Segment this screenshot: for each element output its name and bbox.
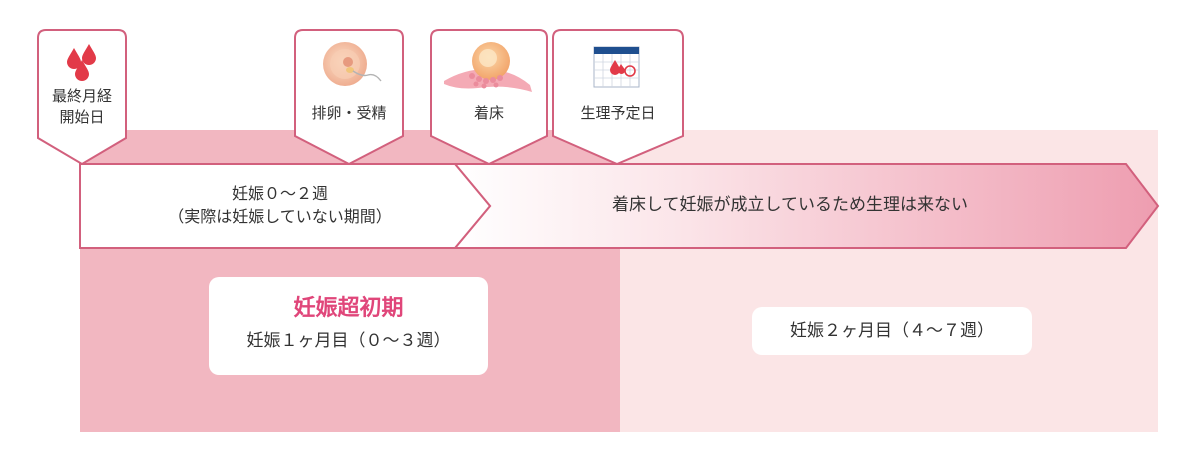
egg-sperm-icon — [323, 42, 382, 86]
milestone-label-implantation: 着床 — [473, 104, 504, 122]
month1-card: 妊娠超初期 妊娠１ヶ月目（０～３週） — [209, 277, 488, 375]
month1-subtitle: 妊娠１ヶ月目（０～３週） — [246, 331, 451, 351]
implantation-icon — [444, 42, 532, 92]
month2-card: 妊娠２ヶ月目（４～７週） — [752, 307, 1032, 355]
milestone-box-period — [552, 29, 684, 166]
milestone-label-ovulation: 排卵・受精 — [311, 104, 387, 122]
blood-drops-icon — [67, 44, 96, 81]
arrow-left-text: 妊娠０～２週 （実際は妊娠していない期間） — [168, 184, 392, 226]
milestone-label-period: 生理予定日 — [580, 104, 656, 122]
timeline-arrow-left — [79, 163, 492, 249]
milestone-label-lmp: 最終月経 開始日 — [51, 87, 112, 126]
milestone-box-lmp — [37, 29, 127, 166]
milestone-box-implantation — [430, 29, 548, 166]
milestone-box-ovulation — [294, 29, 404, 166]
arrow-right-text: 着床して妊娠が成立しているため生理は来ない — [612, 195, 968, 215]
calendar-icon — [593, 46, 640, 88]
month2-subtitle: 妊娠２ヶ月目（４～７週） — [790, 321, 994, 341]
month1-title: 妊娠超初期 — [293, 296, 404, 321]
